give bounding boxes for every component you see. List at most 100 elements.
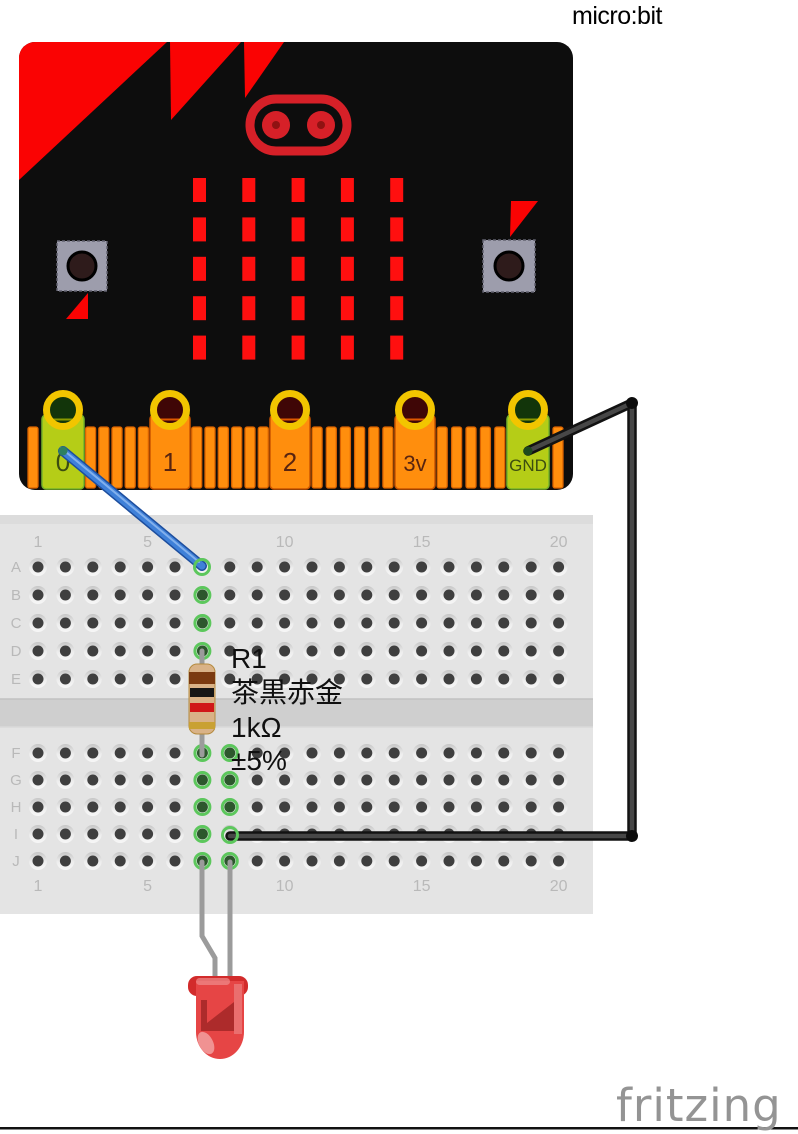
led-matrix-dot	[193, 178, 206, 202]
led-matrix-dot	[390, 217, 404, 242]
hole-center	[59, 855, 71, 867]
hole-highlight	[193, 586, 212, 604]
led-internal	[207, 1002, 234, 1031]
hole-center	[114, 855, 126, 867]
hole-center	[553, 801, 565, 813]
hole-center	[361, 747, 373, 759]
hole-center	[553, 645, 565, 657]
hole-center	[525, 774, 537, 786]
hole-center	[443, 774, 455, 786]
hole-center	[361, 855, 373, 867]
hole-center	[361, 561, 373, 573]
led-matrix	[193, 178, 404, 360]
column-label: 10	[276, 534, 294, 551]
hole-center	[388, 673, 400, 685]
hole-center	[498, 561, 510, 573]
hole-center	[388, 617, 400, 629]
wire-bend-point[interactable]	[626, 397, 638, 409]
hole-center	[306, 855, 318, 867]
hole-center	[224, 801, 236, 813]
hole-center	[169, 645, 181, 657]
band-gold	[189, 722, 215, 729]
hole-center	[169, 561, 181, 573]
hole-center	[196, 589, 208, 601]
led-matrix-dot	[242, 256, 256, 281]
hole-center	[59, 828, 71, 840]
hole-center	[388, 801, 400, 813]
column-label: 5	[143, 878, 152, 895]
hole-center	[416, 617, 428, 629]
wire-bend-point[interactable]	[626, 830, 638, 842]
led-highlight	[234, 984, 242, 1034]
row-label: D	[11, 643, 22, 660]
hole-center	[142, 774, 154, 786]
connector-pin	[479, 426, 492, 489]
hole-center	[361, 645, 373, 657]
hole-center	[59, 774, 71, 786]
hole-center	[224, 645, 236, 657]
hole-center	[553, 589, 565, 601]
edge-connector-pins	[27, 426, 564, 489]
led-matrix-dot	[390, 178, 404, 202]
microbit-pad-3v[interactable]: 3v	[394, 390, 436, 490]
hole-center	[498, 747, 510, 759]
microbit-pad-2[interactable]: 2	[269, 390, 311, 490]
hole-center	[553, 774, 565, 786]
column-label: 10	[276, 878, 294, 895]
hole-center	[32, 645, 44, 657]
connector-pin	[27, 426, 39, 489]
led-matrix-dot	[340, 178, 354, 202]
hole-center	[306, 774, 318, 786]
hole-center	[333, 645, 345, 657]
pad-label: 3v	[403, 451, 426, 476]
led-matrix-dot	[242, 335, 256, 360]
hole-center	[169, 617, 181, 629]
resistor-r1[interactable]	[188, 648, 216, 758]
ground-wire-gnd-to-i8[interactable]	[225, 397, 638, 842]
hole-center	[224, 774, 236, 786]
red-triangle-a	[66, 293, 88, 319]
column-label: 5	[143, 534, 152, 551]
fritzing-watermark: fritzing	[616, 1079, 782, 1132]
microbit-pad-1[interactable]: 1	[149, 390, 191, 490]
hole-center	[333, 747, 345, 759]
hole-center	[279, 617, 291, 629]
wire-end-cap	[523, 446, 533, 456]
connection-ring-a7	[193, 558, 211, 576]
hole-center	[416, 774, 428, 786]
hole-center	[306, 673, 318, 685]
hole-center	[196, 774, 208, 786]
hole-center	[525, 617, 537, 629]
hole-center	[251, 589, 263, 601]
hole-highlight	[193, 798, 212, 816]
button-b[interactable]	[482, 239, 536, 293]
button-a[interactable]	[56, 240, 108, 292]
hole-center	[416, 589, 428, 601]
hole-center	[388, 589, 400, 601]
hole-highlight	[220, 771, 239, 789]
hole-center	[59, 801, 71, 813]
breadboard-center-channel	[0, 699, 593, 727]
hole-center	[361, 589, 373, 601]
hole-center	[306, 561, 318, 573]
microbit-pad-0[interactable]: 0	[41, 390, 85, 490]
hole-center	[142, 645, 154, 657]
hole-center	[498, 774, 510, 786]
resistor-tolerance-label: ±5%	[231, 745, 287, 776]
signal-wire-pin0-to-a7[interactable]	[58, 446, 207, 571]
red-triangle-b	[510, 201, 538, 237]
hole-center	[279, 673, 291, 685]
hole-center	[142, 747, 154, 759]
hole-center	[333, 855, 345, 867]
page-bottom-rule	[0, 1127, 798, 1130]
column-label: 15	[413, 534, 431, 551]
connector-pin	[257, 426, 269, 489]
hole-center	[443, 645, 455, 657]
hole-center	[114, 617, 126, 629]
led-red[interactable]	[188, 859, 248, 1059]
hole-center	[333, 774, 345, 786]
hole-center	[251, 673, 263, 685]
hole-center	[443, 617, 455, 629]
